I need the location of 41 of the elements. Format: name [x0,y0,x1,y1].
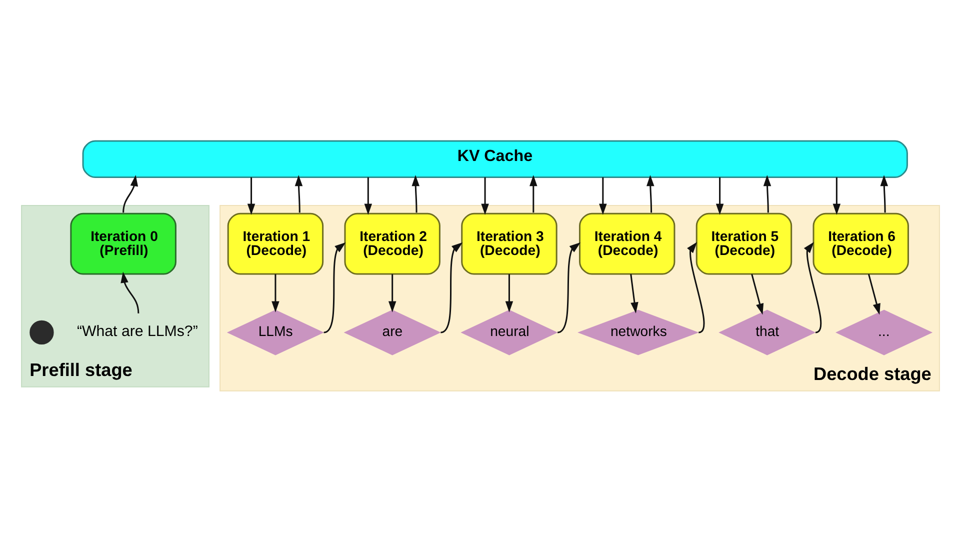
node-person [29,320,54,345]
arrow [750,274,764,315]
arrow [715,177,724,215]
arrow [364,177,372,215]
arrow [246,177,255,215]
node-diamond: are [343,310,440,356]
arrow [646,175,654,213]
arrow [440,242,462,334]
arrow [294,175,302,213]
node-box: Iteration 4 (Decode) [578,212,675,275]
arrow [323,242,346,334]
arrow [122,175,138,213]
arrow [271,274,279,312]
node-box: Iteration 0 (Prefill) [70,212,176,275]
node-diamond: networks [577,310,698,356]
node-diamond: LLMs [226,310,324,356]
arrow [803,242,822,334]
node-box: Iteration 3 (Decode) [460,212,557,275]
arrow [630,274,638,314]
arrow [529,175,537,213]
arrow [762,175,771,213]
node-box: KV Cache [82,140,908,178]
arrow [480,177,488,215]
node-box: Iteration 5 (Decode) [695,212,792,275]
arrow [880,175,888,213]
node-text: “What are LLMs?” [76,322,198,340]
arrow [832,177,840,215]
arrow [388,274,396,312]
arrow [867,274,880,315]
node-box: Iteration 6 (Decode) [812,212,908,275]
arrow [411,175,419,213]
arrow [556,242,580,334]
arrow [120,272,139,314]
arrow [686,242,704,334]
arrow [598,177,606,215]
node-box: Iteration 2 (Decode) [344,212,440,275]
node-diamond: that [718,310,816,356]
node-diamond: neural [460,310,558,356]
arrow [504,274,513,312]
node-box: Iteration 1 (Decode) [226,212,324,275]
node-diamond: ... [834,310,932,356]
